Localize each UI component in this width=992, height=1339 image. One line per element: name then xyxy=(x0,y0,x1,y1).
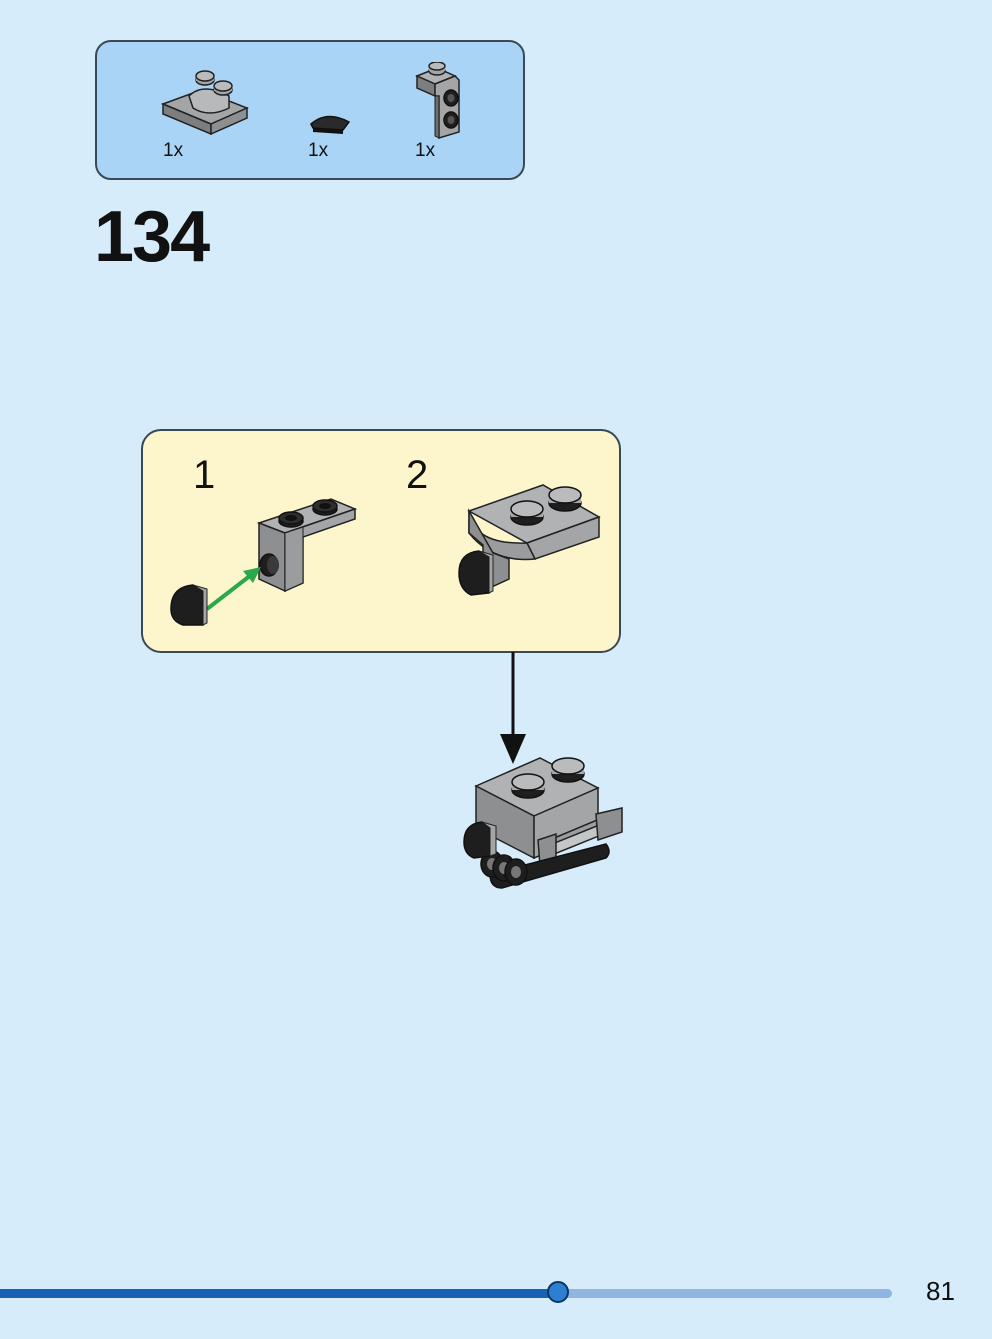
substep-1-illustration xyxy=(170,498,358,626)
parts-list-callout: 1x 1x 1x xyxy=(95,40,525,180)
part-quantity: 1x xyxy=(163,140,184,161)
bracket-with-studs-icon xyxy=(415,62,460,140)
substep-number: 1 xyxy=(193,453,216,497)
part-quantity: 1x xyxy=(308,140,329,161)
black-quarter-tile-icon xyxy=(310,115,351,134)
progress-bar xyxy=(0,1281,892,1303)
substep-number: 2 xyxy=(406,453,429,497)
sub-assembly-callout: 1 2 xyxy=(141,429,621,653)
progress-bar-fill xyxy=(0,1289,558,1298)
progress-marker-icon xyxy=(547,1281,569,1303)
down-arrow-icon xyxy=(500,652,526,764)
part-quantity: 1x xyxy=(415,140,436,161)
curved-plate-2x2-icon xyxy=(160,70,249,136)
main-assembly-illustration xyxy=(463,757,623,889)
substep-2-illustration xyxy=(458,484,601,596)
page-number: 81 xyxy=(926,1276,955,1306)
step-number: 134 xyxy=(94,197,210,277)
